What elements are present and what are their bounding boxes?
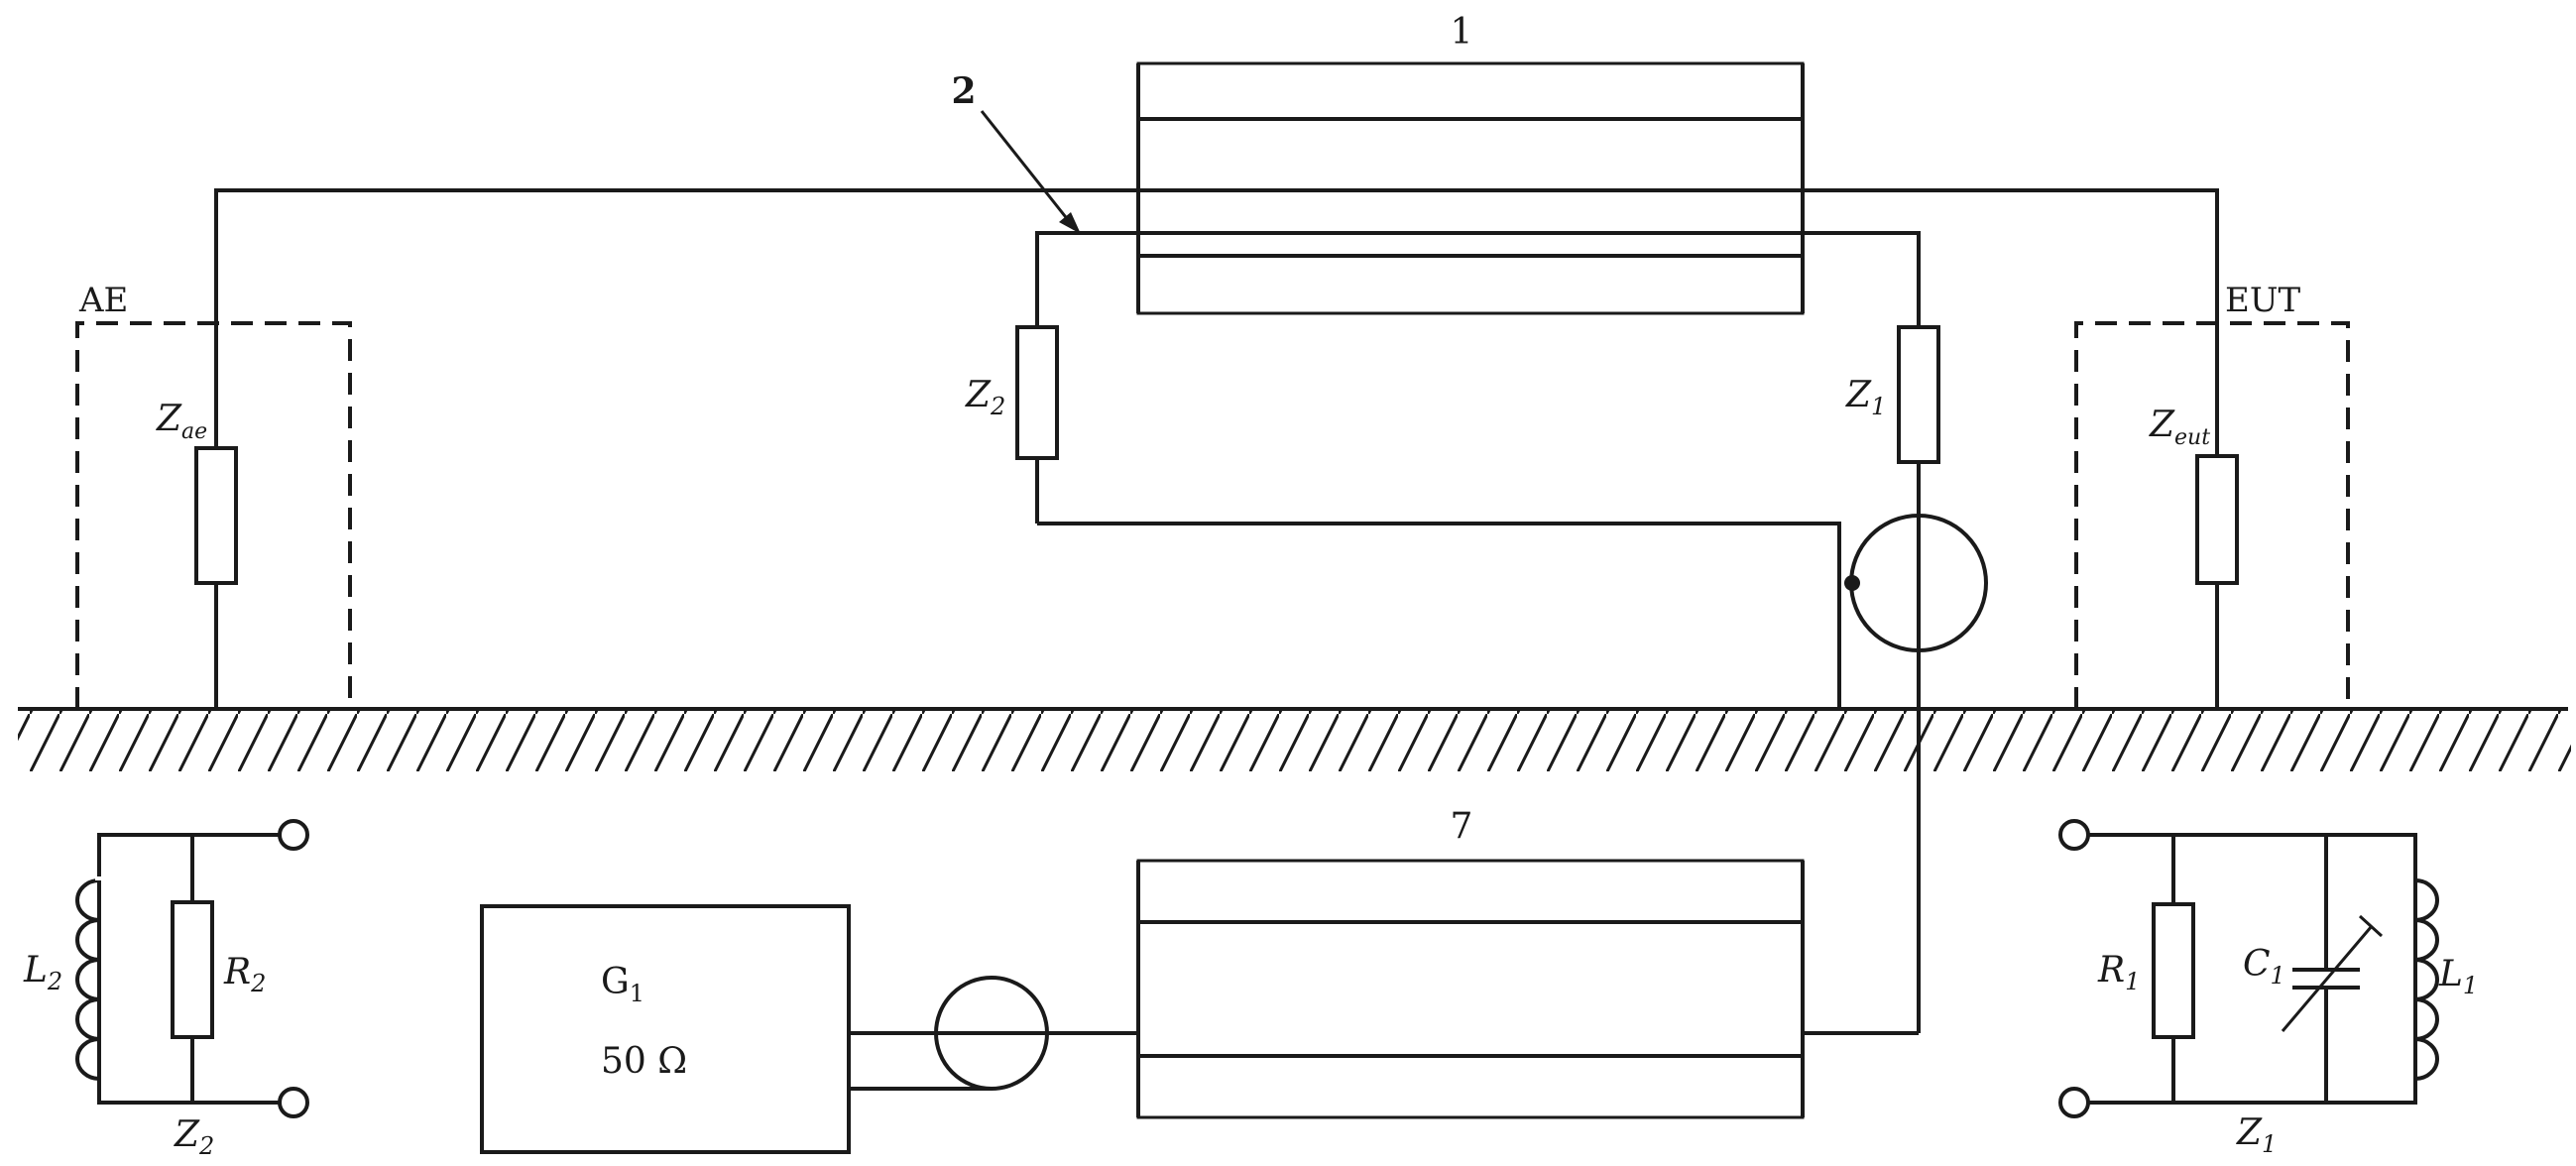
generator-impedance: 50 Ω <box>601 1041 687 1082</box>
right-network-z1 <box>2058 819 2439 1118</box>
generator-name: G1 <box>601 962 644 1007</box>
r2-resistor <box>171 900 214 1039</box>
z-eut-resistor <box>2195 454 2239 585</box>
l1-inductor <box>2414 878 2439 1081</box>
left-network-z2 <box>75 819 309 1118</box>
callout-7: 7 <box>1451 806 1473 847</box>
z1-resistor <box>1897 325 1940 464</box>
z-ae-label: Zae <box>156 399 207 444</box>
eut-label: EUT <box>2225 281 2300 320</box>
terminal-bottom-left <box>278 1087 309 1118</box>
eut-enclosure <box>2074 321 2350 709</box>
bottom-coaxial-line <box>1136 859 1805 1119</box>
z1-label: Z1 <box>1845 375 1886 420</box>
callout-2-arrow <box>980 110 1081 234</box>
right-r-label: R1 <box>2097 950 2140 995</box>
left-l-label: L2 <box>23 950 62 995</box>
l2-inductor <box>75 878 100 1081</box>
terminal-bottom-right <box>2058 1087 2090 1118</box>
z2-label: Z2 <box>965 375 1005 420</box>
ae-label: AE <box>78 281 128 320</box>
right-c-label: C1 <box>2243 944 2285 990</box>
inner-conductor-loop <box>1035 231 1921 1035</box>
left-z-label: Z2 <box>174 1114 214 1160</box>
current-probe <box>1844 514 1988 652</box>
z2-resistor <box>1015 325 1059 460</box>
z-ae-resistor <box>194 446 238 585</box>
z-eut-label: Zeut <box>2149 405 2210 450</box>
left-r-label: R2 <box>223 952 266 997</box>
injection-loop <box>849 976 1138 1091</box>
callout-1: 1 <box>1451 12 1473 53</box>
right-z-label: Z1 <box>2236 1112 2277 1158</box>
terminal-top-right <box>2058 819 2090 851</box>
c1-variable-arrow <box>2281 925 2374 1032</box>
generator-g1: G1 50 Ω <box>480 904 851 1154</box>
ground-plane <box>18 707 2571 771</box>
ae-enclosure <box>75 321 352 709</box>
right-l-label: L1 <box>2438 954 2478 999</box>
terminal-top-left <box>278 819 309 851</box>
r1-resistor <box>2152 902 2195 1039</box>
callout-2: 2 <box>951 70 976 112</box>
